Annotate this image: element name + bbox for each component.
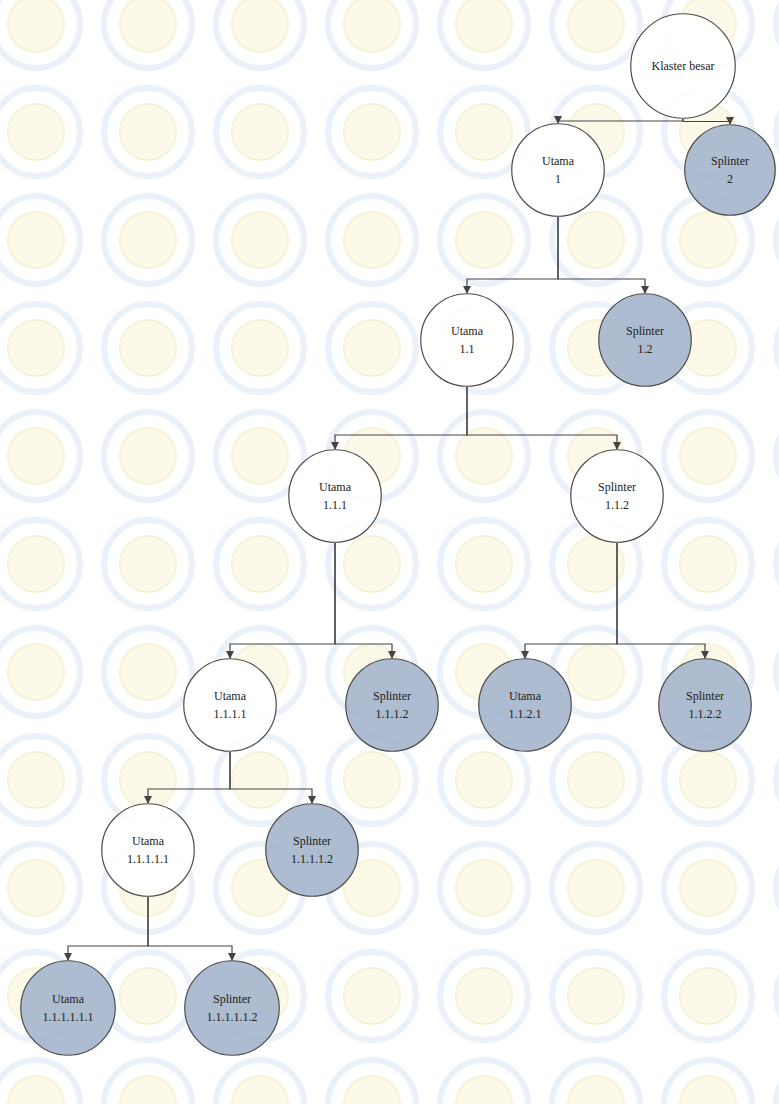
node-label: Splinter 1.1.1.2	[373, 687, 411, 723]
circle-outline	[265, 803, 359, 897]
node-label: Splinter 1.1.2.2	[686, 687, 724, 723]
tree-connector	[148, 752, 230, 803]
circle-outline	[570, 449, 664, 543]
circle-outline	[598, 293, 692, 387]
node-label: Utama 1.1.1.1.1.1	[43, 990, 94, 1026]
tree-connector	[335, 387, 467, 449]
node-label: Utama 1.1.2.1	[509, 687, 542, 723]
cluster-circle: Klaster besar	[630, 13, 736, 119]
node-label: Splinter 2	[711, 152, 749, 188]
circle-outline	[101, 803, 195, 897]
circle-outline	[184, 960, 280, 1056]
tree-connector	[230, 543, 335, 658]
splinter-circle: Splinter 2	[684, 124, 776, 216]
node-label: Utama 1.1.1.1.1	[127, 832, 169, 868]
tree-connector	[467, 217, 558, 293]
cluster-circle: Utama 1.1.1.1.1	[101, 803, 195, 897]
circle-outline	[684, 124, 776, 216]
cluster-circle: Utama 1.1.1	[288, 449, 382, 543]
node-label: Splinter 1.1.1.1.1.2	[207, 990, 258, 1026]
circle-outline	[183, 658, 277, 752]
circle-outline	[345, 658, 439, 752]
circle-outline	[658, 658, 752, 752]
splinter-circle: Splinter 1.1.1.1.2	[265, 803, 359, 897]
splinter-circle: Splinter 1.2	[598, 293, 692, 387]
node-label: Klaster besar	[652, 57, 715, 75]
circle-outline	[420, 293, 514, 387]
node-label: Splinter 1.1.1.1.2	[291, 832, 333, 868]
circle-outline	[511, 123, 605, 217]
cluster-circle: Utama 1.1	[420, 293, 514, 387]
splinter-circle: Splinter 1.1.1.1.1.2	[184, 960, 280, 1056]
splinter-circle: Splinter 1.1.2.2	[658, 658, 752, 752]
tree-connector	[68, 897, 148, 960]
tree-connector	[525, 543, 617, 658]
circle-outline	[478, 658, 572, 752]
cluster-circle: Splinter 1.1.2	[570, 449, 664, 543]
circle-outline	[288, 449, 382, 543]
tree-connector	[335, 543, 392, 658]
splinter-circle: Utama 1.1.1.1.1.1	[20, 960, 116, 1056]
node-label: Utama 1	[542, 152, 574, 188]
tree-connector	[617, 543, 705, 658]
tree-connector	[558, 119, 683, 123]
cluster-circle: Utama 1	[511, 123, 605, 217]
node-label: Utama 1.1.1.1	[214, 687, 247, 723]
tree-connector	[467, 387, 617, 449]
tree-connector	[683, 119, 730, 124]
tree-connector	[558, 217, 645, 293]
node-label: Splinter 1.2	[626, 322, 664, 358]
node-label: Splinter 1.1.2	[598, 478, 636, 514]
cluster-circle: Utama 1.1.1.1	[183, 658, 277, 752]
node-label: Utama 1.1.1	[319, 478, 351, 514]
tree-connector	[148, 897, 232, 960]
splinter-circle: Utama 1.1.2.1	[478, 658, 572, 752]
circle-outline	[20, 960, 116, 1056]
node-label: Utama 1.1	[451, 322, 483, 358]
tree-connector	[230, 752, 312, 803]
splinter-circle: Splinter 1.1.1.2	[345, 658, 439, 752]
